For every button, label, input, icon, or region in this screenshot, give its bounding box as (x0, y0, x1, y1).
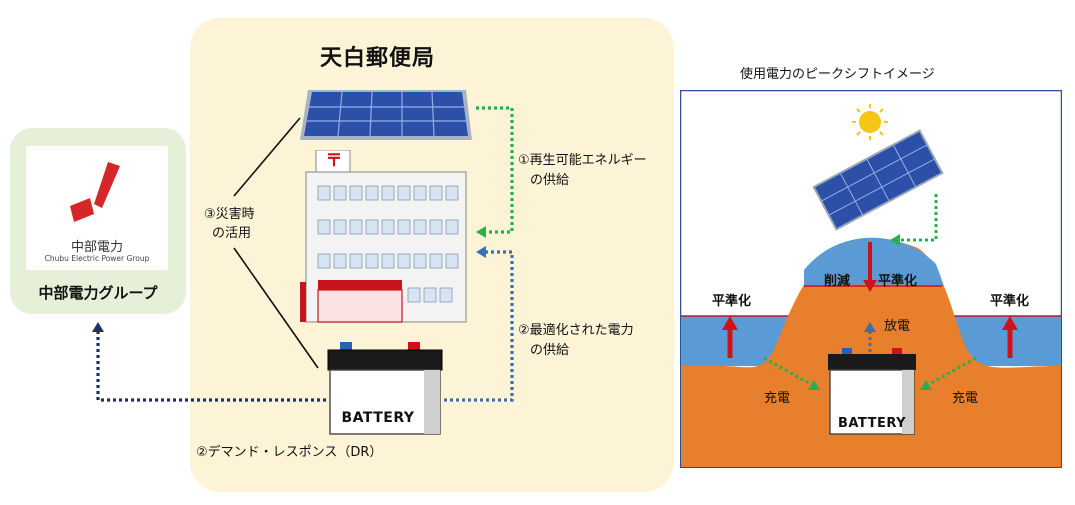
charge-left-label: 充電 (764, 391, 791, 406)
reduce-label: 削減 (824, 274, 851, 289)
chubu-logo-jp: 中部電力 (70, 240, 123, 255)
battery-label-right: BATTERY (837, 416, 907, 431)
renewable-label-line2: の供給 (530, 173, 570, 188)
disaster-label-line2: の活用 (212, 226, 252, 241)
optimized-label-line1: ②最適化された電力 (518, 323, 634, 338)
optimized-label-line2: の供給 (530, 343, 570, 358)
postal-mark: 〒 (325, 151, 343, 171)
battery-label: BATTERY (341, 410, 415, 426)
peak-shift-diagram (680, 90, 1062, 468)
solar-panel-icon (300, 90, 472, 140)
level-center-label: 平準化 (878, 274, 918, 289)
renewable-label-line1: ①再生可能エネルギー (518, 153, 647, 168)
level-left-label: 平準化 (712, 294, 752, 309)
chubu-group-label: 中部電力グループ (38, 284, 158, 302)
dr-label: ②デマンド・レスポンス（DR） (196, 445, 383, 460)
level-right-label: 平準化 (990, 294, 1030, 309)
disaster-label-line1: ③災害時 (204, 207, 255, 222)
post-office-building-icon (300, 150, 467, 323)
chubu-logo-en: Chubu Electric Power Group (44, 254, 150, 263)
battery-icon (327, 342, 443, 435)
post-office-title: 天白郵便局 (320, 46, 436, 71)
discharge-label: 放電 (884, 319, 911, 334)
chubu-logo-box (26, 146, 168, 270)
charge-right-label: 充電 (952, 391, 979, 406)
peak-shift-title: 使用電力のピークシフトイメージ (740, 67, 935, 82)
chubu-logo-mark-icon (70, 162, 120, 222)
